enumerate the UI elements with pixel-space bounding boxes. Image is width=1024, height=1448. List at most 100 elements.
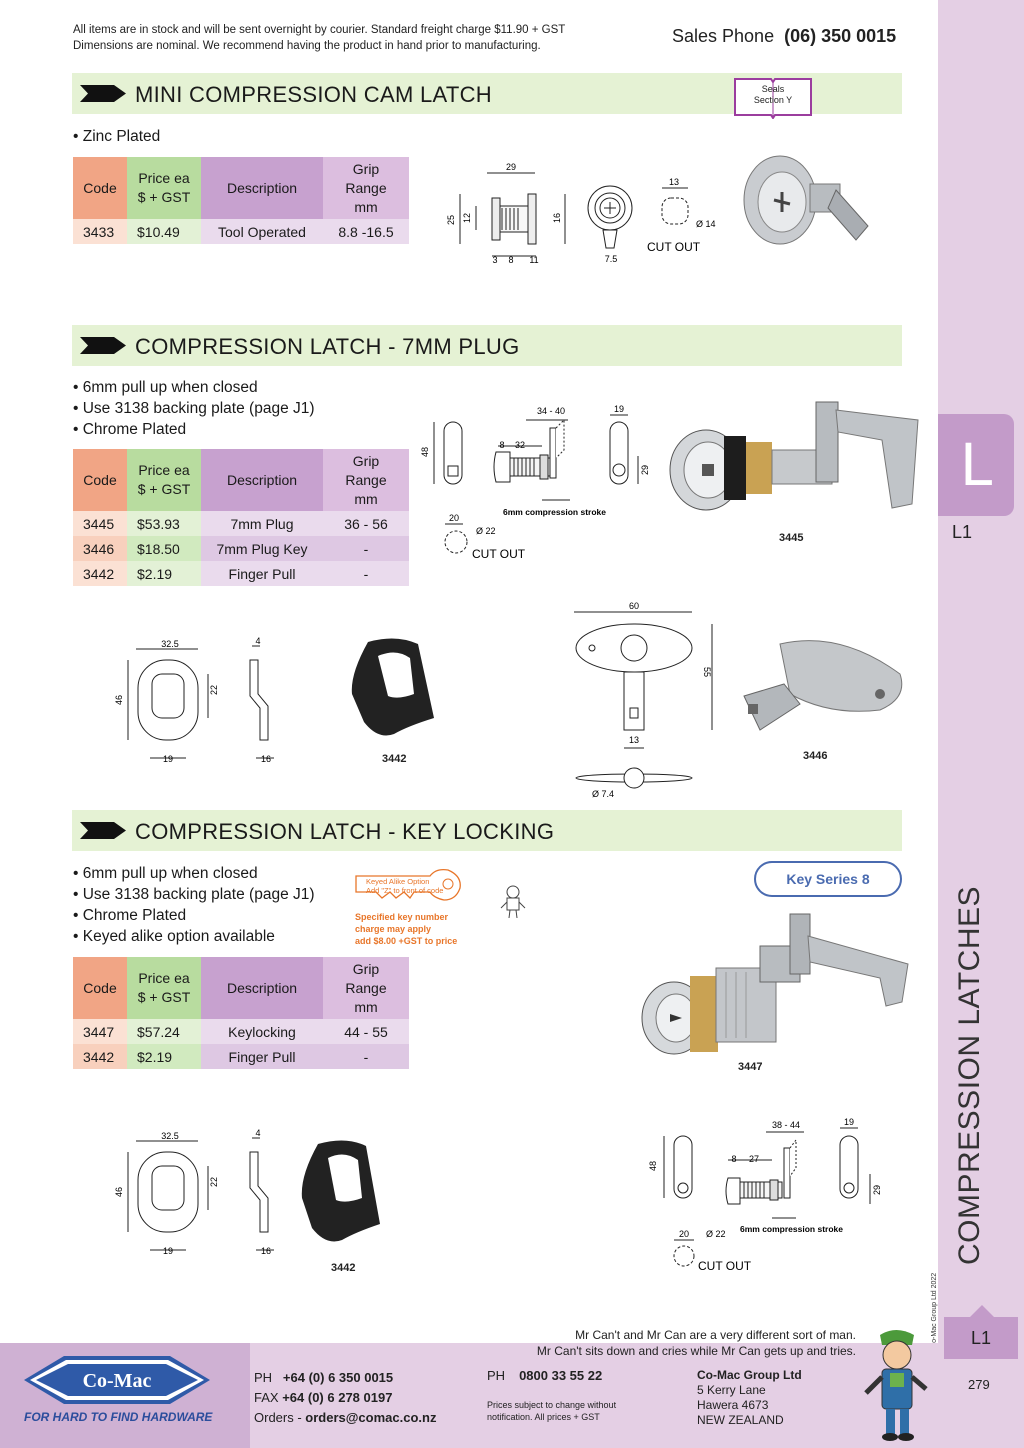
feature-item: • Chrome Plated <box>73 421 187 438</box>
key-icon <box>355 868 461 901</box>
mascot-small-icon <box>500 885 526 919</box>
dim-48: 48 <box>648 1161 658 1171</box>
table-row[interactable]: 3445 $53.93 7mm Plug 36 - 56 <box>73 511 409 536</box>
cell-grip: 44 - 55 <box>323 1019 409 1044</box>
cutout-label: CUT OUT <box>472 547 526 561</box>
dim-8: 8 <box>508 255 513 265</box>
finger-pull-drawing: 32.5 46 22 19 4 16 <box>114 1128 274 1256</box>
cell-code: 3445 <box>73 511 127 536</box>
section-header-key-locking: COMPRESSION LATCH - KEY LOCKING <box>72 810 902 851</box>
dim-16: 16 <box>261 754 271 764</box>
keyed-alike-note: Specified key number charge may apply ad… <box>355 912 458 946</box>
fax-value: +64 (0) 6 278 0197 <box>282 1390 393 1405</box>
dim-34-40: 34 - 40 <box>537 406 565 416</box>
dim-19: 19 <box>163 1246 173 1256</box>
table-row[interactable]: 3442 $2.19 Finger Pull - <box>73 1044 409 1069</box>
dim-46: 46 <box>114 695 124 705</box>
cell-grip: - <box>323 536 409 561</box>
product-image-3442 <box>351 638 434 736</box>
dim-22: 22 <box>209 685 219 695</box>
col-price: Price ea$ + GST <box>127 449 201 511</box>
keyed-alike-label: Keyed Alike Option Add "Z" to front of c… <box>366 877 444 895</box>
footer-slogan: FOR HARD TO FIND HARDWARE <box>24 1410 213 1424</box>
dim-3: 3 <box>492 255 497 265</box>
footer-contact: PH +64 (0) 6 350 0015 FAX +64 (0) 6 278 … <box>254 1368 436 1428</box>
section-tab-code: L1 <box>952 522 973 542</box>
col-price: Price ea$ + GST <box>127 157 201 219</box>
table-row[interactable]: 3446 $18.50 7mm Plug Key - <box>73 536 409 561</box>
dim-11: 11 <box>529 255 538 265</box>
orders-email[interactable]: orders@comac.co.nz <box>305 1410 437 1425</box>
col-description: Description <box>201 957 323 1019</box>
cell-description: Tool Operated <box>201 219 323 244</box>
table-row[interactable]: 3442 $2.19 Finger Pull - <box>73 561 409 586</box>
sales-phone-label: Sales Phone <box>672 26 775 46</box>
section-tab[interactable]: L <box>938 414 1014 516</box>
address-line3: NEW ZEALAND <box>697 1413 784 1427</box>
feature-list: • 6mm pull up when closed • Use 3138 bac… <box>73 377 315 440</box>
bottom-section-tab: L1 <box>944 1305 1018 1359</box>
dim-19: 19 <box>163 754 173 764</box>
dim-19: 19 <box>844 1117 854 1127</box>
feature-item: • Use 3138 backing plate (page J1) <box>73 886 315 903</box>
comac-logo[interactable]: Co-Mac <box>24 1352 210 1408</box>
cell-price: $2.19 <box>127 1044 201 1069</box>
cell-price: $57.24 <box>127 1019 201 1044</box>
stock-note-line2: Dimensions are nominal. We recommend hav… <box>73 40 541 52</box>
cell-price: $2.19 <box>127 561 201 586</box>
company-address: Co-Mac Group Ltd 5 Kerry Lane Hawera 467… <box>697 1368 802 1428</box>
product-image-3433 <box>743 155 869 245</box>
plug-latch-drawing: 48 34 - 40 8 32 19 29 6mm compression st… <box>420 404 650 561</box>
orders-label: Orders - <box>254 1410 302 1425</box>
key-series-badge[interactable]: Key Series 8 <box>754 861 902 897</box>
col-code: Code <box>73 157 127 219</box>
cell-price: $18.50 <box>127 536 201 561</box>
ph-value[interactable]: +64 (0) 6 350 0015 <box>282 1370 394 1385</box>
stroke-label: 6mm compression stroke <box>740 1224 843 1234</box>
dim-8: 8 <box>731 1154 736 1164</box>
sales-phone-number: (06) 350 0015 <box>784 26 897 46</box>
cell-code: 3442 <box>73 1044 127 1069</box>
dim-7-4: Ø 7.4 <box>592 789 614 799</box>
dim-32: 32 <box>515 440 525 450</box>
cell-description: 7mm Plug Key <box>201 536 323 561</box>
section-arrow-icon <box>80 822 126 839</box>
cell-price: $10.49 <box>127 219 201 244</box>
sales-phone: Sales Phone (06) 350 0015 <box>672 26 896 47</box>
part-label-3447: 3447 <box>738 1061 763 1073</box>
feature-list: • Zinc Plated <box>73 126 160 147</box>
cell-description: Keylocking <box>201 1019 323 1044</box>
col-price: Price ea$ + GST <box>127 957 201 1019</box>
dim-8: 8 <box>499 440 504 450</box>
product-image-3445 <box>669 401 919 511</box>
section-arrow-icon <box>80 85 126 102</box>
dim-12: 12 <box>462 213 472 223</box>
cell-price: $53.93 <box>127 511 201 536</box>
dim-14: Ø 14 <box>696 219 716 229</box>
quote-line1: Mr Can't and Mr Can are a very different… <box>575 1328 856 1342</box>
feature-item: • 6mm pull up when closed <box>73 865 258 882</box>
dim-20: 20 <box>449 513 459 523</box>
cutout-label: CUT OUT <box>698 1259 752 1273</box>
fax-label: FAX <box>254 1390 279 1405</box>
table-row[interactable]: 3447 $57.24 Keylocking 44 - 55 <box>73 1019 409 1044</box>
prices-note: Prices subject to change without notific… <box>487 1400 617 1422</box>
dim-19: 19 <box>614 404 624 414</box>
cell-code: 3442 <box>73 561 127 586</box>
col-description: Description <box>201 157 323 219</box>
col-code: Code <box>73 957 127 1019</box>
dim-29: 29 <box>872 1185 882 1195</box>
table-row[interactable]: 3433 $10.49 Tool Operated 8.8 -16.5 <box>73 219 409 244</box>
dim-13: 13 <box>669 177 679 187</box>
mr-can-quote: Mr Can't and Mr Can are a very different… <box>488 1327 856 1359</box>
product-image-3446 <box>743 640 903 731</box>
feature-item: • 6mm pull up when closed <box>73 379 258 396</box>
ph-label: PH <box>254 1370 273 1385</box>
finger-pull-drawing: 32.5 46 22 19 4 16 <box>114 636 274 764</box>
section-title: MINI COMPRESSION CAM LATCH <box>135 82 492 107</box>
cell-code: 3447 <box>73 1019 127 1044</box>
ph2-value[interactable]: 0800 33 55 22 <box>519 1368 603 1383</box>
